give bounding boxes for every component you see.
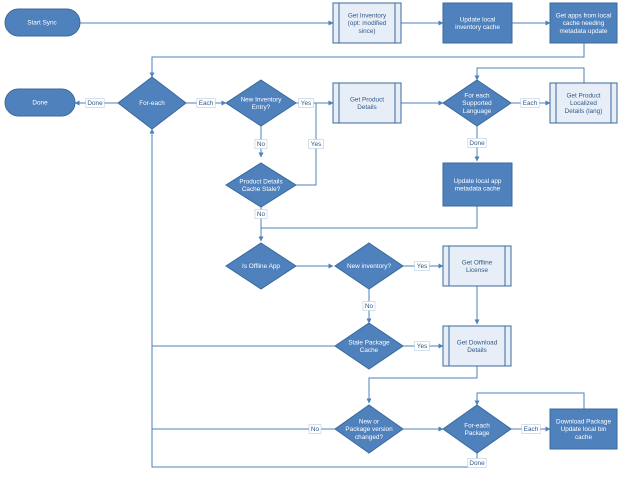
edge-label-no: No xyxy=(257,211,266,218)
get-product-details-subprocess xyxy=(332,82,402,124)
is-offline-app-label: Is Offline App xyxy=(242,263,280,270)
new-inventory-decision xyxy=(334,242,404,290)
edge-label-yes: Yes xyxy=(417,343,427,350)
edge-label-done: Done xyxy=(87,100,103,107)
for-each-app-decision xyxy=(117,76,187,130)
get-apps-process xyxy=(549,2,618,44)
get-inventory-subprocess xyxy=(332,2,402,44)
edge-download-loop-back xyxy=(474,392,585,409)
edge-label-each: Each xyxy=(524,426,539,433)
edge-get-apps-to-for-each xyxy=(149,43,585,78)
download-package-process xyxy=(549,408,618,450)
edge-label-yes: Yes xyxy=(417,263,427,270)
product-details-stale-decision xyxy=(225,162,297,208)
get-localized-details-subprocess xyxy=(549,82,618,124)
is-offline-app-decision xyxy=(225,242,297,290)
start-sync-terminator xyxy=(4,8,81,37)
stale-package-cache-decision xyxy=(334,322,404,370)
edge-package-done-to-for-each xyxy=(149,128,478,468)
edge-label-yes: Yes xyxy=(311,141,321,148)
edge-label-no: No xyxy=(365,303,374,310)
get-download-details-subprocess xyxy=(442,325,512,367)
edge-localized-loop-back xyxy=(474,67,585,83)
edge-labels: Done Each Yes No Yes Each Done No Yes No… xyxy=(85,98,541,468)
edge-label-done: Done xyxy=(469,140,485,147)
for-each-app-label: For-each xyxy=(139,100,165,107)
update-metadata-cache-process xyxy=(442,162,513,207)
done-terminator xyxy=(4,88,76,117)
edge-label-done: Done xyxy=(469,460,485,467)
new-inventory-label: New inventory? xyxy=(347,263,391,270)
start-sync-label: Start Sync xyxy=(27,20,57,27)
new-inventory-entry-decision xyxy=(225,79,297,127)
edge-label-no: No xyxy=(311,426,320,433)
edge-metadata-to-offline xyxy=(261,206,478,229)
edge-download-details-to-new-version xyxy=(366,366,478,404)
node-labels: Start Sync Done Get Inventory(opt: modif… xyxy=(27,13,611,441)
for-each-package-decision xyxy=(442,404,512,454)
done-label: Done xyxy=(32,100,48,107)
for-each-language-decision xyxy=(442,79,512,127)
edge-label-no: No xyxy=(257,141,266,148)
shapes xyxy=(4,2,618,454)
update-inventory-cache-process xyxy=(442,2,513,44)
edge-stale-yes-to-product-details xyxy=(296,103,317,186)
edge-label-each: Each xyxy=(523,100,538,107)
get-offline-license-subprocess xyxy=(442,245,512,287)
edge-label-yes: Yes xyxy=(301,100,311,107)
edge-label-each: Each xyxy=(199,100,214,107)
new-package-version-decision xyxy=(334,404,404,454)
